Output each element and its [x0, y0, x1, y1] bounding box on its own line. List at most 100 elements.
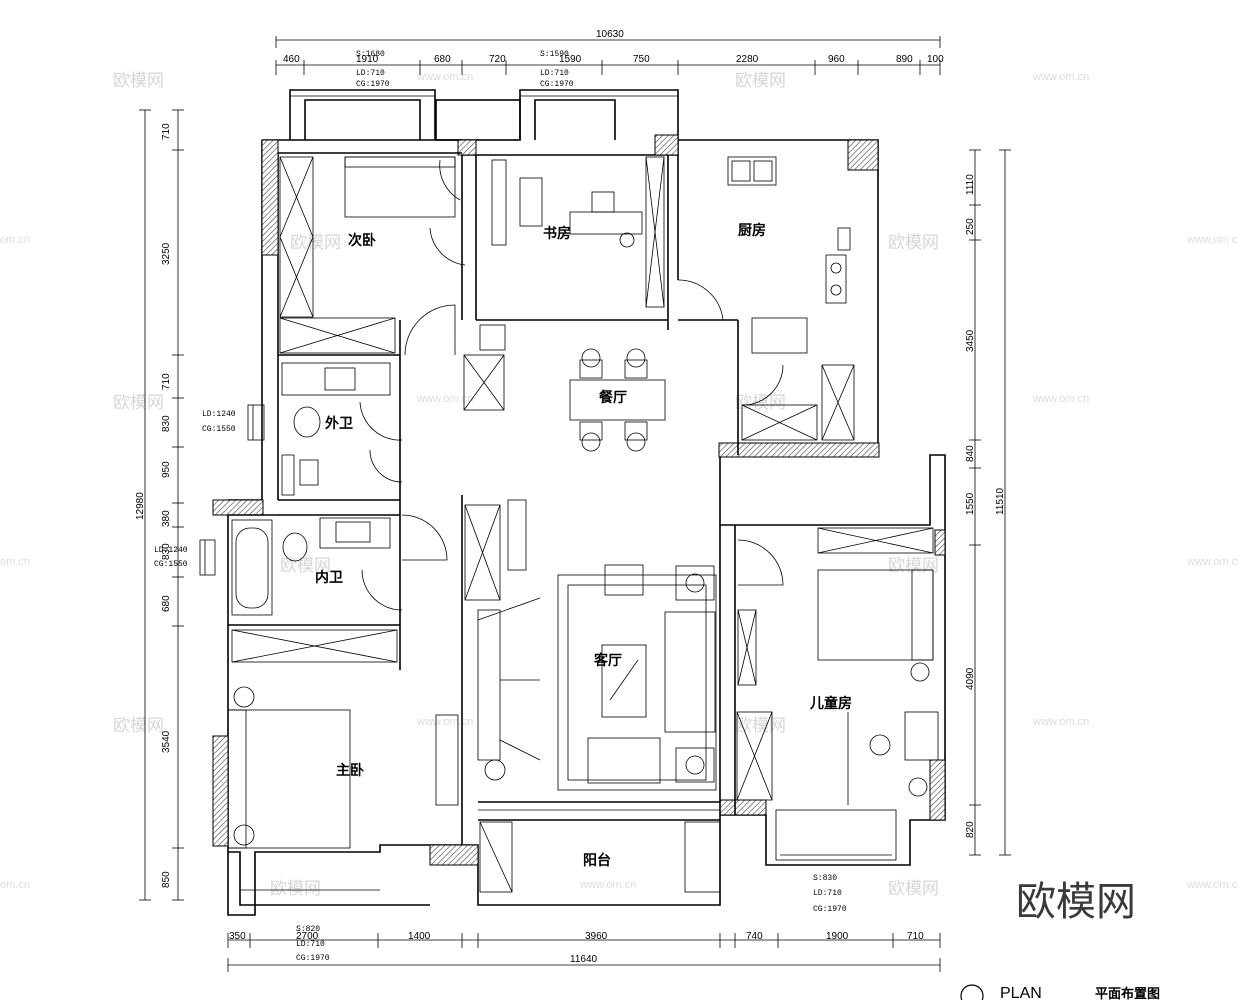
- dim-top-part: 1590: [559, 54, 582, 65]
- dim-top-part: 720: [489, 54, 506, 65]
- drawing-title: 平面布置图: [1095, 986, 1160, 1000]
- watermark-text: 欧模网: [113, 393, 164, 413]
- watermark-url: www.om.cn: [416, 71, 473, 83]
- dimension-lines: 10630 460 1910 680 720 1590 750 2280 960…: [135, 29, 1011, 972]
- watermark-url: www.om.cn: [579, 879, 636, 891]
- dim-left-part: 950: [161, 461, 172, 478]
- watermark-text: 欧模网: [888, 233, 939, 253]
- dim-top-part: 750: [633, 54, 650, 65]
- plan-label: PLAN: [1000, 985, 1042, 1000]
- watermark-text: 欧模网: [113, 71, 164, 91]
- dim-top-part: 1910: [356, 54, 379, 65]
- note-ld: LD:710: [813, 889, 842, 898]
- room-label-children-room: 儿童房: [809, 695, 852, 712]
- watermark-url: om.cn: [0, 879, 30, 891]
- note-cg: CG:1970: [296, 954, 330, 963]
- note-ld: LD:1240: [202, 410, 236, 419]
- note-s: S:1680: [356, 50, 385, 59]
- watermark-url: www.om.cn: [1032, 393, 1089, 405]
- dim-right-part: 3450: [965, 329, 976, 352]
- watermark-url: www.om.cn: [1186, 234, 1238, 246]
- room-label-living: 客厅: [593, 652, 622, 669]
- dim-bottom-part: 710: [907, 931, 924, 942]
- dim-top-part: 960: [828, 54, 845, 65]
- dim-left-part: 710: [161, 373, 172, 390]
- note-ld: LD:1240: [154, 546, 188, 555]
- note-cg: CG:1970: [540, 80, 574, 89]
- doors: [359, 159, 784, 611]
- dim-left-part: 850: [161, 871, 172, 888]
- dim-top-part: 680: [434, 54, 451, 65]
- watermark-url: www.om.cn: [416, 716, 473, 728]
- dim-left-part: 830: [161, 543, 172, 560]
- dim-top-part: 100: [927, 54, 944, 65]
- dim-left-part: 3250: [161, 242, 172, 265]
- watermark-url: www.om.cn: [1032, 716, 1089, 728]
- watermark-text: 欧模网: [113, 716, 164, 736]
- room-label-master-bath: 内卫: [315, 569, 343, 586]
- watermark-url: www.om.cn: [1032, 71, 1089, 83]
- dim-right-part: 840: [965, 445, 976, 462]
- dim-left-part: 680: [161, 595, 172, 612]
- watermarks: 欧模网 www.om.cn 欧模网 www.om.cn om.cn 欧模网 欧模…: [0, 71, 1238, 899]
- watermark-text: 欧模网: [888, 556, 939, 576]
- window-notes: S:1680 LD:710 CG:1970 S:1590 LD:710 CG:1…: [154, 50, 847, 963]
- note-ld: LD:710: [356, 69, 385, 78]
- furniture: [227, 156, 939, 893]
- dim-bottom-part: 2700: [296, 931, 319, 942]
- room-label-master-bedroom: 主卧: [336, 762, 364, 779]
- watermark-text: 欧模网: [888, 879, 939, 899]
- dim-right-part: 1550: [965, 492, 976, 515]
- dim-top-total: 10630: [596, 29, 624, 40]
- note-cg: CG:1970: [356, 80, 390, 89]
- dim-right-part: 4090: [965, 667, 976, 690]
- note-ld: LD:710: [540, 69, 569, 78]
- room-label-kitchen: 厨房: [738, 222, 766, 239]
- dim-bottom-part: 1400: [408, 931, 431, 942]
- dim-top-part: 2280: [736, 54, 759, 65]
- watermark-url: www.om.cn: [1186, 879, 1238, 891]
- plan-symbol-icon: [960, 984, 984, 1000]
- dim-left-part: 380: [161, 510, 172, 527]
- dim-bottom-part: 1900: [826, 931, 849, 942]
- room-label-secondary-bedroom: 次卧: [348, 232, 376, 249]
- title-block: PLAN 平面布置图: [960, 984, 1160, 1000]
- note-s: S:820: [296, 925, 320, 934]
- room-label-study: 书房: [543, 225, 571, 242]
- watermark-url: om.cn: [0, 234, 30, 246]
- watermark-url: www.om.cn: [416, 393, 473, 405]
- dim-bottom-total: 11640: [570, 954, 598, 965]
- dim-top-part: 460: [283, 54, 300, 65]
- walls: [212, 89, 946, 916]
- dim-left-total: 12980: [135, 492, 146, 520]
- watermark-text: 欧模网: [735, 716, 786, 736]
- dim-left-part: 710: [161, 123, 172, 140]
- dim-right-part: 820: [965, 821, 976, 838]
- dim-left-part: 3540: [161, 730, 172, 753]
- note-s: S:1590: [540, 50, 569, 59]
- room-label-guest-bath: 外卫: [325, 415, 353, 432]
- watermark-text: 欧模网: [735, 71, 786, 91]
- dim-bottom-part: 3960: [585, 931, 608, 942]
- note-cg: CG:1550: [202, 425, 236, 434]
- dim-right-total: 11510: [995, 487, 1006, 515]
- watermark-text: 欧模网: [270, 879, 321, 899]
- dim-bottom-part: 350: [229, 931, 246, 942]
- site-logo: 欧模网: [1016, 879, 1136, 925]
- room-labels: 次卧 书房 厨房 餐厅 外卫 内卫 客厅 主卧 儿童房 阳台: [315, 222, 852, 869]
- dim-bottom-part: 740: [746, 931, 763, 942]
- watermark-url: www.om.cn: [1186, 556, 1238, 568]
- note-s: S:830: [813, 874, 837, 883]
- watermark-text: 欧模网: [290, 233, 341, 253]
- dim-top-part: 890: [896, 54, 913, 65]
- note-cg: CG:1550: [154, 560, 188, 569]
- dim-right-part: 1110: [965, 174, 976, 195]
- dim-right-part: 250: [965, 218, 976, 235]
- watermark-url: om.cn: [0, 556, 30, 568]
- note-cg: CG:1970: [813, 905, 847, 914]
- room-label-balcony: 阳台: [583, 852, 611, 869]
- room-label-dining: 餐厅: [598, 389, 627, 406]
- dim-left-part: 830: [161, 415, 172, 432]
- windows: [199, 404, 897, 861]
